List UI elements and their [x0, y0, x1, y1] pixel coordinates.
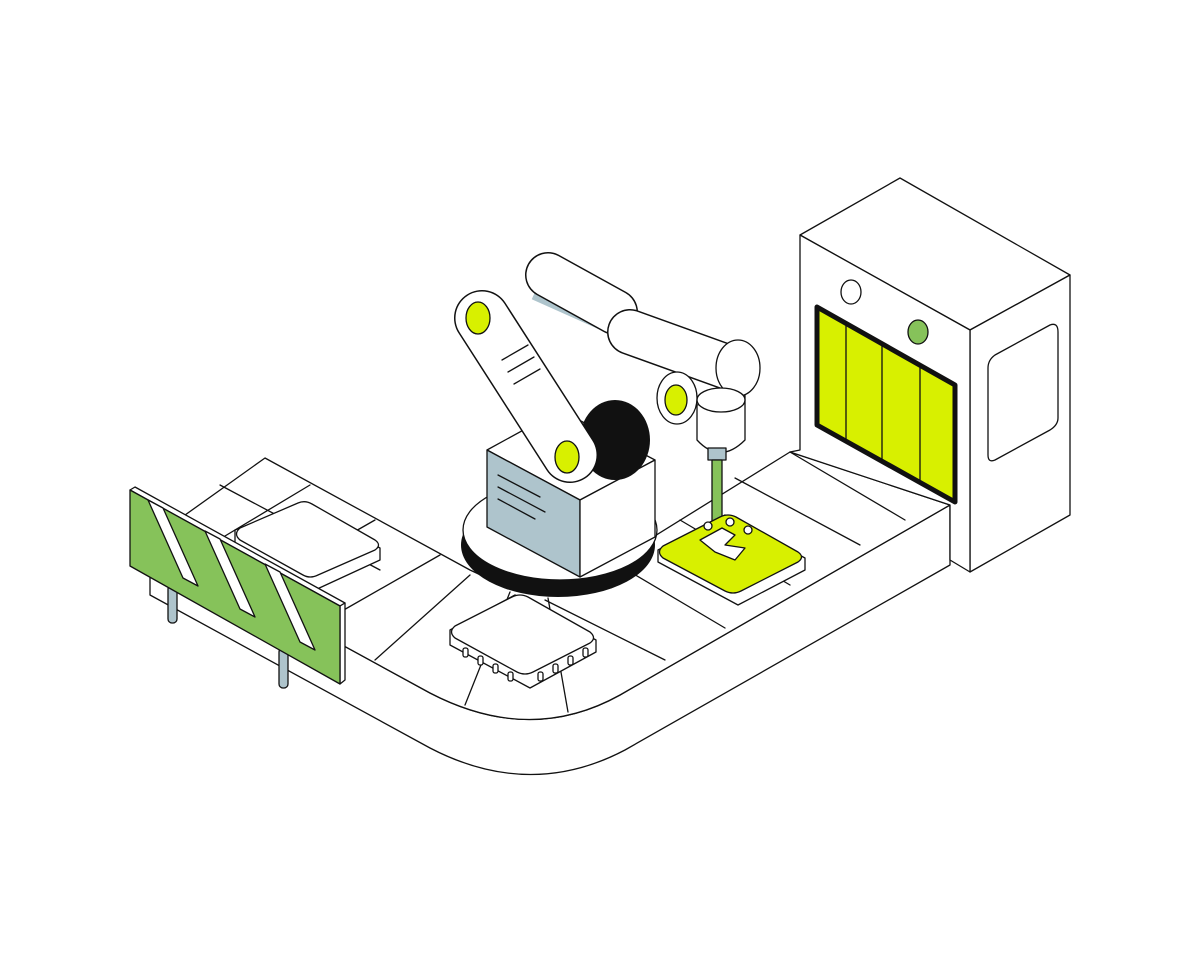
joint-lime-3 — [664, 384, 688, 416]
microchip-lime — [657, 514, 806, 606]
indicator-light-white — [840, 279, 862, 305]
microchip — [449, 594, 597, 689]
chip-machine — [789, 177, 1071, 573]
machine-window — [987, 323, 1059, 462]
indicator-light-green — [907, 319, 929, 345]
joint-lime-1 — [465, 301, 491, 335]
striped-barrier — [129, 486, 346, 689]
joint-lime-2 — [554, 440, 580, 474]
robot-arm — [454, 252, 761, 523]
dispensing-nozzle — [711, 459, 723, 523]
